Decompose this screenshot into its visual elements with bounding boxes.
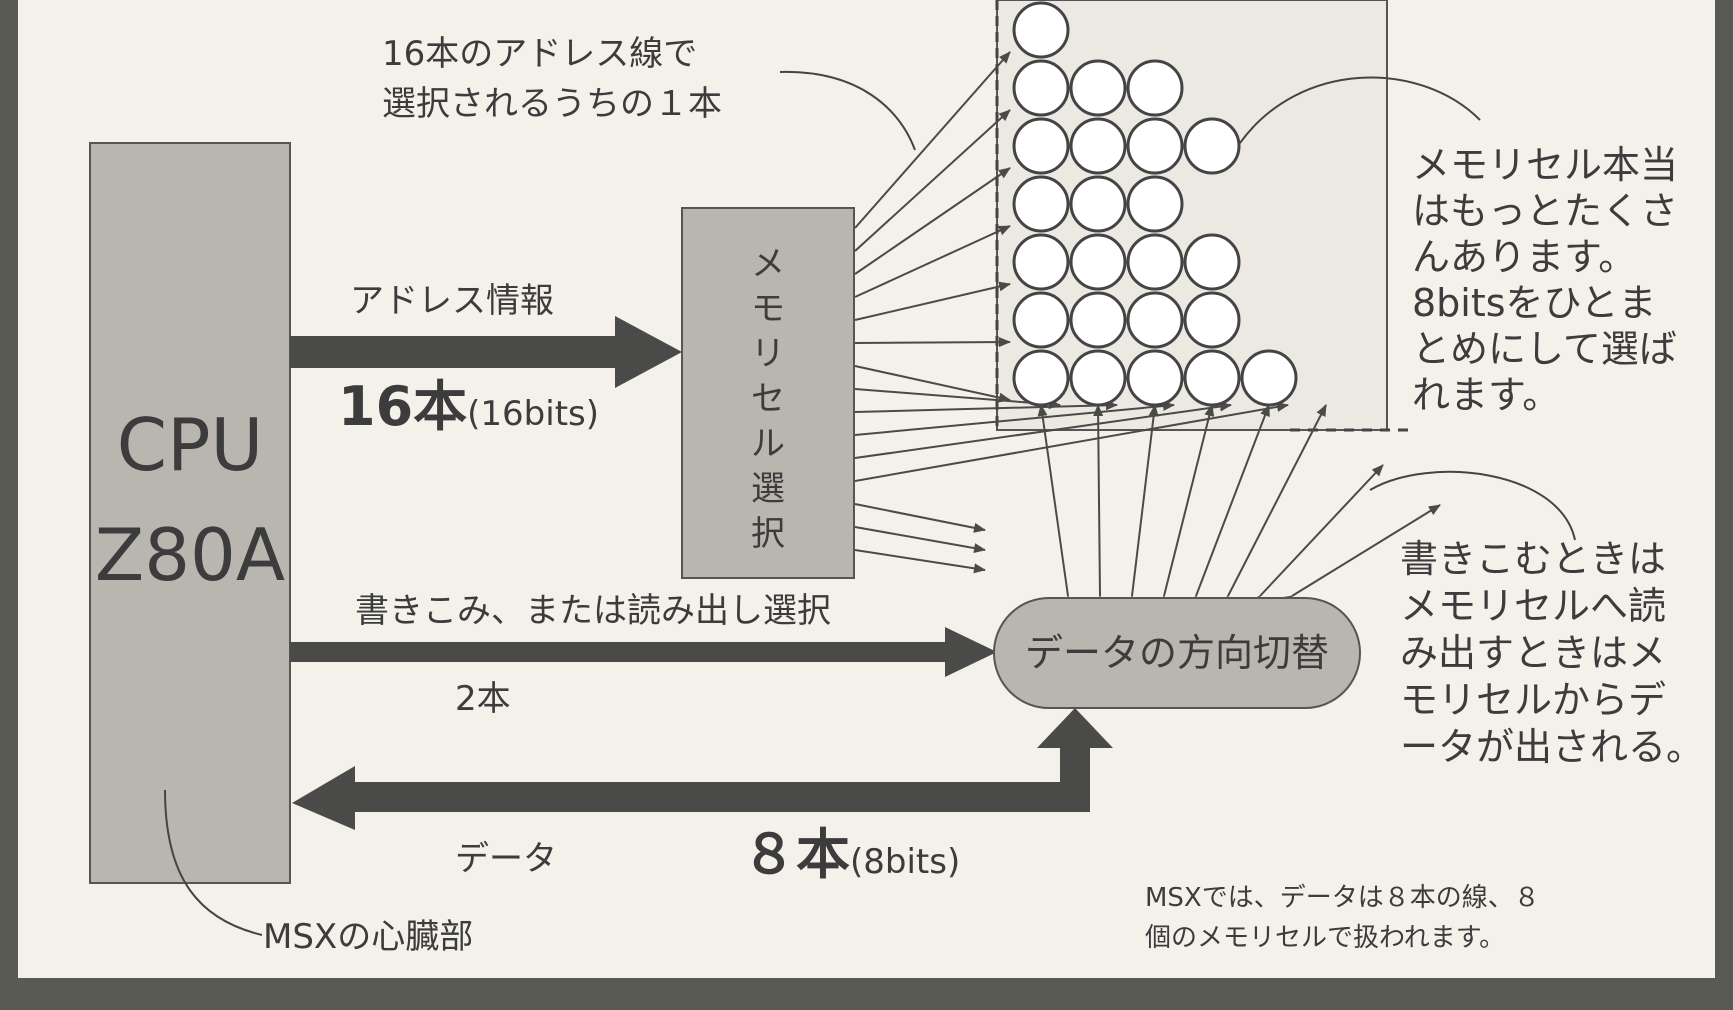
memory-cell xyxy=(1069,117,1127,175)
address-select-line xyxy=(854,401,1175,436)
data-line xyxy=(1093,404,1106,608)
memory-cells xyxy=(1012,1,1298,407)
address-line-leader xyxy=(779,70,916,151)
rw-select-label: 書きこみ、または読み出し選択 xyxy=(355,591,831,631)
address-line-note-1: 16本のアドレス線で xyxy=(382,34,697,74)
cpu-box xyxy=(89,142,291,884)
rw-count-label: 2本 xyxy=(455,679,511,719)
address-select-line xyxy=(854,281,1011,321)
address-count-small: (16bits) xyxy=(467,394,599,434)
note-rw-line: メモリセルへ読 xyxy=(1400,584,1666,628)
address-select-line xyxy=(854,109,1011,252)
memory-cell xyxy=(1069,349,1127,407)
note-cells-line: メモリセル本当 xyxy=(1412,143,1678,187)
memory-cell xyxy=(1126,117,1184,175)
memory-cell xyxy=(1012,1,1070,59)
note-rw-line: み出すときはメ xyxy=(1400,631,1666,675)
note-foot-line: MSXでは、データは８本の線、８ xyxy=(1145,883,1540,913)
data-line xyxy=(1037,404,1075,608)
address-line-note-2: 選択されるうちの１本 xyxy=(382,84,722,124)
msx-heart-leader xyxy=(164,789,263,936)
note-rw-line: 書きこむときは xyxy=(1400,537,1666,581)
data-line xyxy=(1187,404,1270,609)
data-lines xyxy=(1037,404,1441,609)
data-line xyxy=(1156,404,1215,608)
selector-char: メ xyxy=(751,244,785,284)
address-select-line xyxy=(854,549,986,574)
paper xyxy=(18,0,1715,978)
memory-cell xyxy=(1126,59,1184,117)
memory-cell xyxy=(1240,349,1298,407)
address-select-line xyxy=(854,526,986,554)
note-cells-line: んあります。 xyxy=(1412,235,1636,279)
memory-cell xyxy=(1012,349,1070,407)
memory-cell xyxy=(1012,59,1070,117)
memory-cell xyxy=(1012,175,1070,233)
data-count-small: (8bits) xyxy=(850,842,960,882)
data-label: データ xyxy=(455,839,557,879)
memory-cell xyxy=(1183,117,1241,175)
address-select-line xyxy=(854,225,1011,298)
data-count-label: ８本(8bits) xyxy=(742,823,960,886)
memory-cell-selector-box xyxy=(681,207,855,579)
data-direction-switch-label: データの方向切替 xyxy=(1025,631,1329,675)
data-line xyxy=(1248,464,1384,608)
selector-char: ル xyxy=(751,424,785,464)
memory-cell xyxy=(1183,291,1241,349)
note-cells-line: 8bitsをひとま xyxy=(1412,281,1656,325)
memory-cell xyxy=(1012,233,1070,291)
note-rw-line: ータが出される。 xyxy=(1400,725,1704,769)
selector-char: 選 xyxy=(751,469,785,509)
footnote: MSXでは、データは８本の線、８ 個のメモリセルで扱われます。 xyxy=(1145,883,1540,953)
address-info-label: アドレス情報 xyxy=(350,281,554,321)
data-line xyxy=(1280,504,1441,607)
memory-cell xyxy=(1012,117,1070,175)
address-select-line xyxy=(854,365,1011,403)
note-rw-line: モリセルからデ xyxy=(1400,678,1666,722)
address-select-line xyxy=(854,503,986,533)
memory-cell xyxy=(1012,291,1070,349)
selector-char: セ xyxy=(751,379,785,419)
address-select-line xyxy=(854,388,1061,410)
data-bus-arrow xyxy=(292,708,1113,830)
note-cells-line: はもっとたくさ xyxy=(1412,189,1678,233)
rw-select-arrow xyxy=(290,627,997,677)
selector-char: モ xyxy=(751,289,785,329)
data-direction-switch xyxy=(993,597,1361,709)
memory-cell xyxy=(1069,233,1127,291)
memory-cell xyxy=(1183,349,1241,407)
memory-cell xyxy=(1126,291,1184,349)
data-count-big: ８本 xyxy=(742,823,850,886)
note-cells-line: れます。 xyxy=(1412,373,1560,417)
cell-note-leader xyxy=(1239,76,1481,144)
memory-cell xyxy=(1126,349,1184,407)
memory-cell xyxy=(1069,291,1127,349)
address-select-line xyxy=(854,51,1011,229)
address-count-big: 16本 xyxy=(338,375,467,438)
note-cells-line: とめにして選ば xyxy=(1412,327,1677,371)
address-select-line xyxy=(854,167,1011,275)
memory-cell xyxy=(1183,233,1241,291)
address-count-label: 16本(16bits) xyxy=(338,375,599,438)
memory-cell xyxy=(1069,59,1127,117)
selector-char: リ xyxy=(751,334,785,374)
note-foot-line: 個のメモリセルで扱われます。 xyxy=(1145,923,1505,953)
msx-heart-label: MSXの心臓部 xyxy=(263,917,473,957)
data-line xyxy=(1218,404,1327,609)
selector-char: 択 xyxy=(751,514,785,554)
memory-cell xyxy=(1069,175,1127,233)
write-read-note-leader xyxy=(1369,470,1576,541)
address-select-line xyxy=(854,337,1011,348)
cpu-model-label: Z80A xyxy=(95,513,285,597)
address-bus-arrow xyxy=(290,316,682,388)
data-line xyxy=(1125,404,1159,608)
cpu-label: CPU xyxy=(117,403,263,487)
memory-cell xyxy=(1126,233,1184,291)
memory-cell xyxy=(1126,175,1184,233)
